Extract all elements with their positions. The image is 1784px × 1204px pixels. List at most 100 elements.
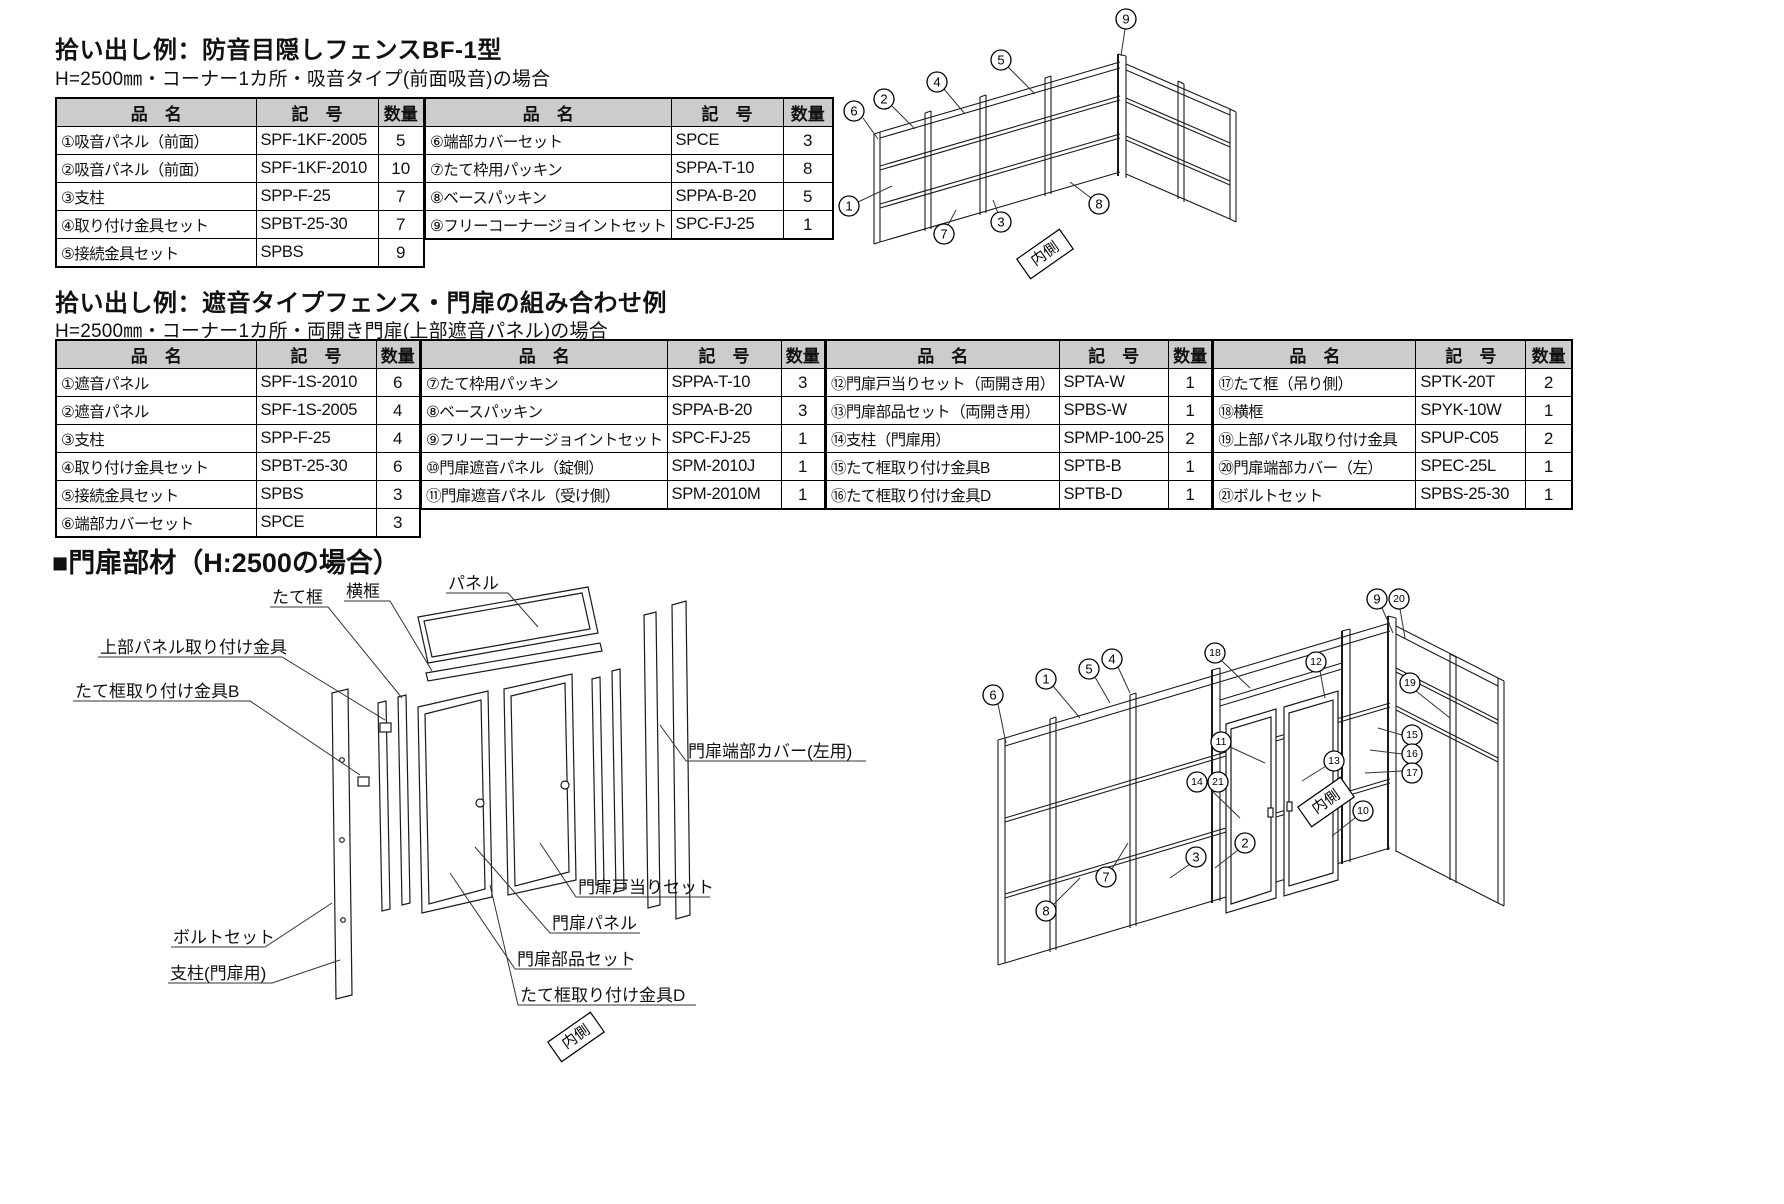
item-name: ⑩門扉遮音パネル（錠側） xyxy=(421,452,668,481)
section1-tables: 品 名 記 号 数量 ①吸音パネル（前面） SPF-1KF-2005 5 ②吸音… xyxy=(55,97,834,268)
item-qty: 7 xyxy=(377,210,425,239)
inner-side-marker: 内側 xyxy=(546,1011,606,1063)
item-qty: 3 xyxy=(375,508,421,538)
item-code: SPC-FJ-25 xyxy=(670,210,784,240)
callout-11: 11 xyxy=(1210,731,1232,753)
item-qty: 6 xyxy=(375,368,421,397)
svg-text:6: 6 xyxy=(850,104,857,119)
item-code: SPPA-B-20 xyxy=(666,396,782,425)
svg-text:9: 9 xyxy=(1122,12,1129,27)
col-header-qty: 数量 xyxy=(1525,339,1573,369)
label-gate-end-cover-left: 門扉端部カバー(左用) xyxy=(688,742,852,761)
section2-tables: 品 名 記 号 数量 ①遮音パネル SPF-1S-2010 6 ②遮音パネル S… xyxy=(55,339,1573,538)
table-header-row: 品 名 記 号 数量 xyxy=(55,97,425,127)
item-name: ⑦たて枠用パッキン xyxy=(425,154,672,183)
section2-subtitle: H=2500㎜・コーナー1カ所・両開き門扉(上部遮音パネル)の場合 xyxy=(55,321,608,342)
item-name: ⑥端部カバーセット xyxy=(55,508,257,538)
item-code: SPF-1S-2005 xyxy=(255,396,377,425)
table-row: ⑨フリーコーナージョイントセット SPC-FJ-25 1 xyxy=(425,210,834,240)
item-qty: 5 xyxy=(377,126,425,155)
item-name: ⑲上部パネル取り付け金具 xyxy=(1213,424,1417,453)
item-name: ⑨フリーコーナージョイントセット xyxy=(421,424,668,453)
item-qty: 1 xyxy=(1167,368,1213,397)
callout-17: 17 xyxy=(1401,762,1423,784)
table-row: ②遮音パネル SPF-1S-2005 4 xyxy=(55,396,421,425)
callout-6: 6 xyxy=(982,684,1004,706)
inner-side-marker: 内側 xyxy=(1015,228,1075,280)
item-qty: 6 xyxy=(375,452,421,481)
col-header-qty: 数量 xyxy=(782,97,834,127)
table-row: ⑧ベースパッキン SPPA-B-20 3 xyxy=(421,396,826,425)
col-header-name: 品 名 xyxy=(826,339,1060,369)
callout-6: 6 xyxy=(843,100,865,122)
callout-15: 15 xyxy=(1401,724,1423,746)
item-name: ⑥端部カバーセット xyxy=(425,126,672,155)
col-header-name: 品 名 xyxy=(421,339,668,369)
callout-18: 18 xyxy=(1204,642,1226,664)
col-header-code: 記 号 xyxy=(255,339,377,369)
item-code: SPBS-W xyxy=(1058,396,1169,425)
label-tate-kamachi: たて框 xyxy=(272,588,323,607)
table-row: ⑬門扉部品セット（両開き用） SPBS-W 1 xyxy=(826,396,1213,425)
item-qty: 10 xyxy=(377,154,425,183)
callout-4: 4 xyxy=(926,71,948,93)
callout-7: 7 xyxy=(1095,866,1117,888)
item-code: SPTK-20T xyxy=(1415,368,1527,397)
callout-8: 8 xyxy=(1088,193,1110,215)
item-name: ⑧ベースパッキン xyxy=(421,396,668,425)
col-header-name: 品 名 xyxy=(425,97,672,127)
item-code: SPBT-25-30 xyxy=(255,452,377,481)
svg-text:12: 12 xyxy=(1310,656,1322,668)
col-header-code: 記 号 xyxy=(255,97,379,127)
callout-16: 16 xyxy=(1401,743,1423,765)
item-code: SPPA-T-10 xyxy=(666,368,782,397)
table-row: ⑥端部カバーセット SPCE 3 xyxy=(425,126,834,155)
item-qty: 2 xyxy=(1167,424,1213,453)
svg-text:19: 19 xyxy=(1404,677,1416,689)
item-code: SPBT-25-30 xyxy=(255,210,379,239)
item-qty: 1 xyxy=(782,210,834,240)
svg-text:7: 7 xyxy=(940,227,947,242)
item-name: ⑦たて枠用パッキン xyxy=(421,368,668,397)
svg-text:21: 21 xyxy=(1212,776,1224,788)
item-qty: 3 xyxy=(782,126,834,155)
callout-20: 20 xyxy=(1388,588,1410,610)
item-qty: 1 xyxy=(1525,480,1573,510)
item-name: ④取り付け金具セット xyxy=(55,452,257,481)
label-upper-panel-bracket: 上部パネル取り付け金具 xyxy=(100,638,287,657)
item-name: ②吸音パネル（前面） xyxy=(55,154,257,183)
section1-title: 拾い出し例：防音目隠しフェンスBF-1型 xyxy=(55,37,502,64)
item-code: SPF-1S-2010 xyxy=(255,368,377,397)
item-name: ③支柱 xyxy=(55,424,257,453)
svg-text:15: 15 xyxy=(1406,729,1418,741)
svg-text:4: 4 xyxy=(1108,652,1115,667)
item-qty: 4 xyxy=(375,396,421,425)
svg-text:2: 2 xyxy=(880,92,887,107)
item-name: ⑪門扉遮音パネル（受け側） xyxy=(421,480,668,510)
callout-19: 19 xyxy=(1399,672,1421,694)
table-row: ⑩門扉遮音パネル（錠側） SPM-2010J 1 xyxy=(421,452,826,481)
col-header-code: 記 号 xyxy=(670,97,784,127)
svg-text:8: 8 xyxy=(1042,904,1049,919)
svg-text:4: 4 xyxy=(933,75,940,90)
callout-2: 2 xyxy=(873,88,895,110)
callout-1: 1 xyxy=(838,195,860,217)
col-header-name: 品 名 xyxy=(55,97,257,127)
item-code: SPC-FJ-25 xyxy=(666,424,782,453)
col-header-code: 記 号 xyxy=(666,339,782,369)
callout-8: 8 xyxy=(1035,900,1057,922)
label-gate-parts-set: 門扉部品セット xyxy=(517,950,636,969)
section3-title: ■門扉部材（H:2500の場合） xyxy=(52,548,400,578)
table-row: ①遮音パネル SPF-1S-2010 6 xyxy=(55,368,421,397)
svg-text:3: 3 xyxy=(997,215,1004,230)
col-header-qty: 数量 xyxy=(377,97,425,127)
item-qty: 2 xyxy=(1525,424,1573,453)
svg-text:14: 14 xyxy=(1191,776,1203,788)
svg-text:16: 16 xyxy=(1406,748,1418,760)
col-header-qty: 数量 xyxy=(375,339,421,369)
item-code: SPPA-T-10 xyxy=(670,154,784,183)
table-row: ③支柱 SPP-F-25 7 xyxy=(55,182,425,211)
table-header-row: 品 名 記 号 数量 xyxy=(421,339,826,369)
svg-text:5: 5 xyxy=(1085,662,1092,677)
